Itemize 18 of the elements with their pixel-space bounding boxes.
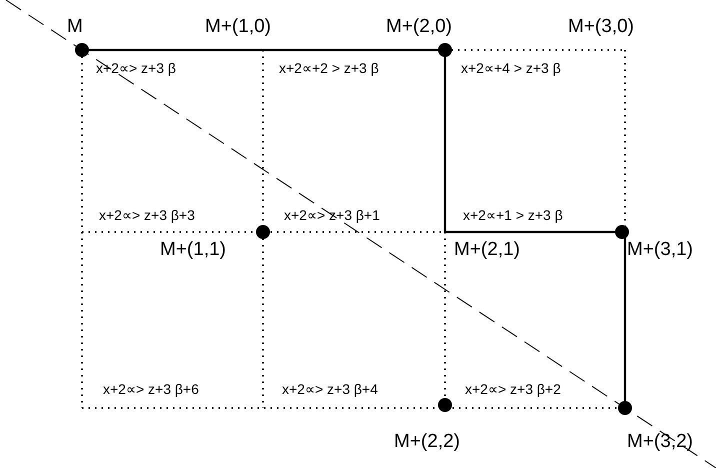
inequality-label: x+2∝> z+3 β+6: [103, 382, 199, 396]
inequality-label: x+2∝> z+3 β: [96, 61, 176, 75]
inequality-label: x+2∝> z+3 β+1: [284, 208, 380, 222]
point-label: M+(1,1): [160, 240, 226, 259]
inequality-label: x+2∝+4 > z+3 β: [461, 61, 561, 75]
inequality-label: x+2∝+1 > z+3 β: [463, 208, 563, 222]
inequality-label: x+2∝+2 > z+3 β: [279, 61, 379, 75]
point-label: M+(2,1): [454, 240, 520, 259]
inequality-label: x+2∝> z+3 β+2: [465, 382, 561, 396]
point-label: M+(3,0): [568, 17, 634, 36]
point-label: M: [67, 17, 83, 36]
point-label: M+(1,0): [205, 17, 271, 36]
inequality-label: x+2∝> z+3 β+4: [282, 382, 378, 396]
point-label: M+(2,0): [386, 17, 452, 36]
point-label: M+(2,2): [394, 432, 460, 451]
point-label: M+(3,2): [627, 432, 693, 451]
point-label: M+(3,1): [627, 240, 693, 259]
inequality-label: x+2∝> z+3 β+3: [99, 208, 195, 222]
